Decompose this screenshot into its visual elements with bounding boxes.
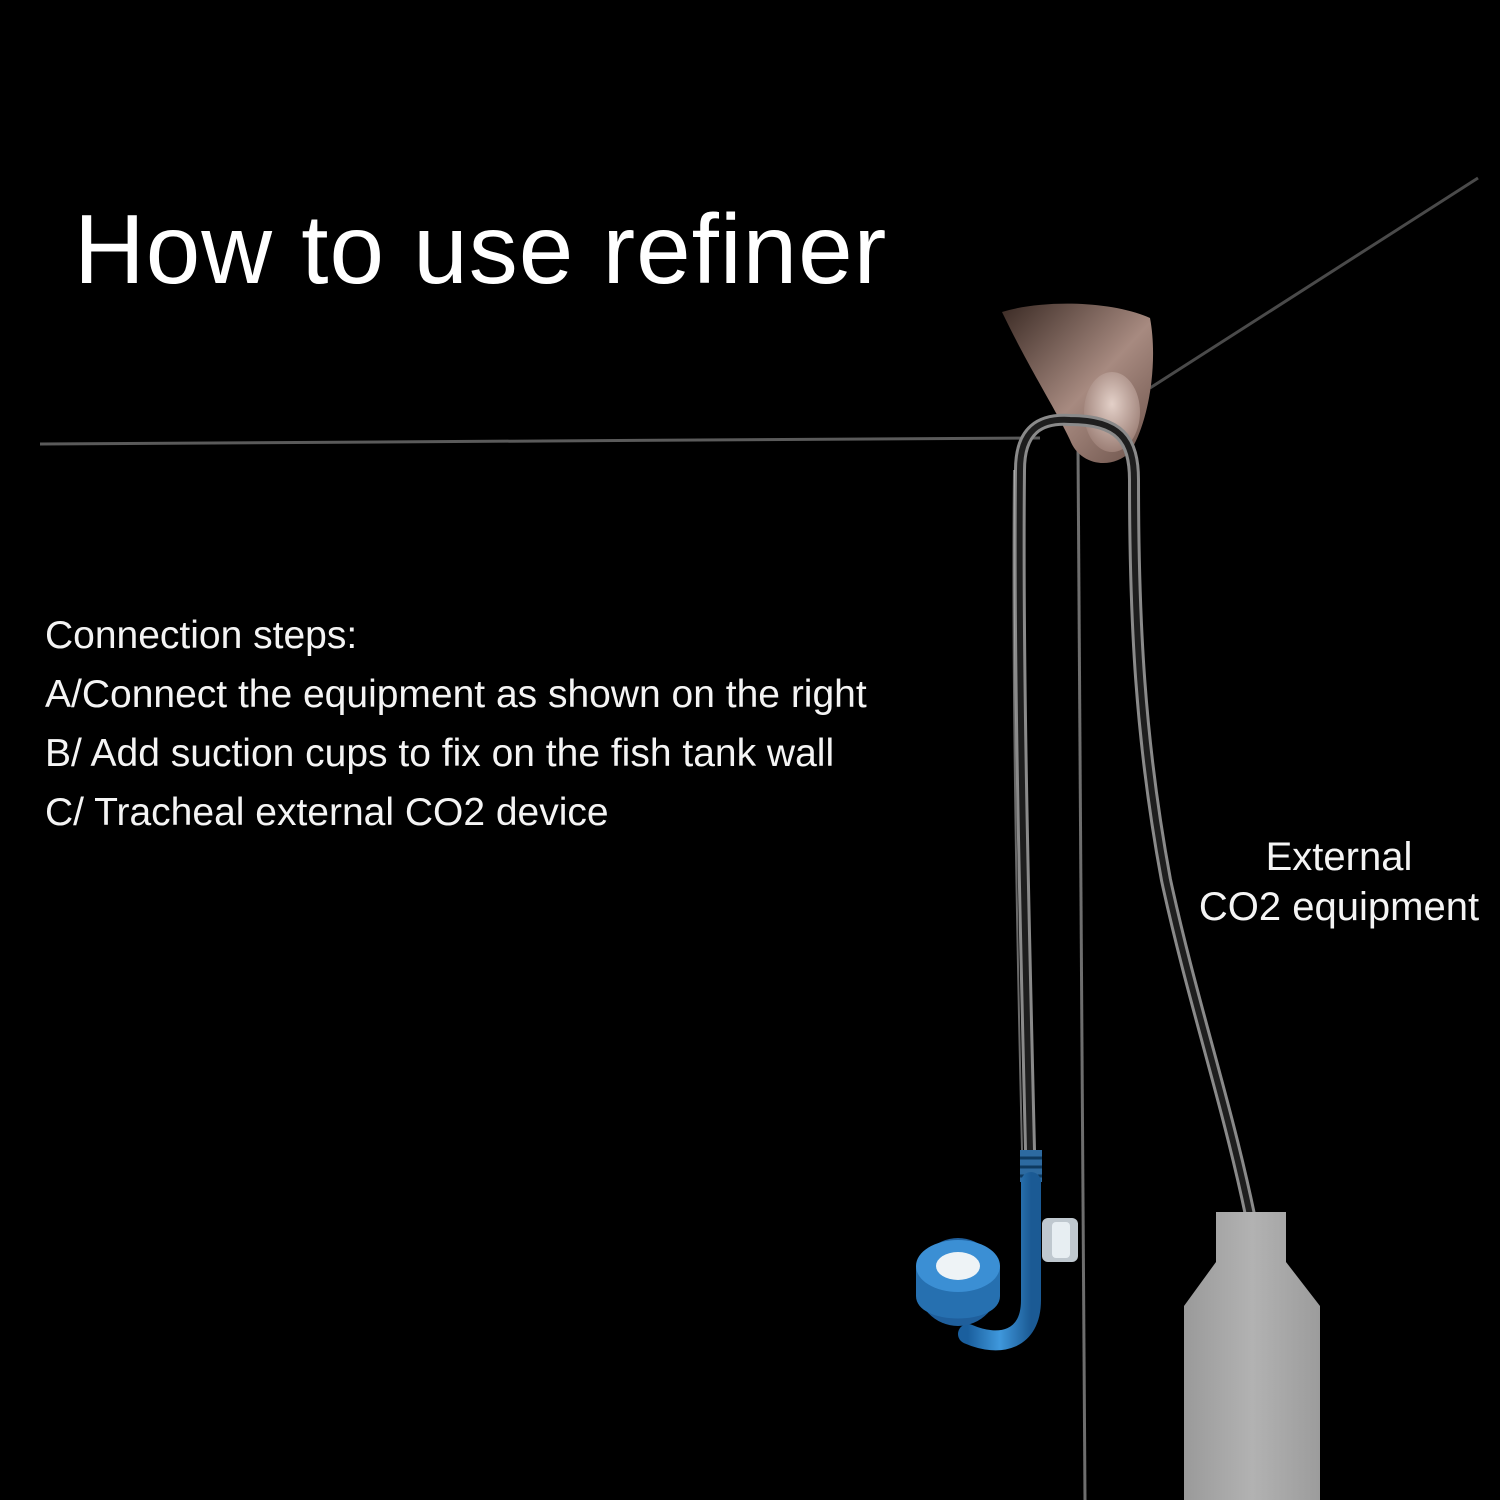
- external-co2-label-line2: CO2 equipment: [1198, 885, 1480, 929]
- tank-rim-line: [39, 436, 1041, 446]
- co2-bottle-icon: [1184, 1212, 1320, 1500]
- step-item-b: B/ Add suction cups to fix on the fish t…: [45, 732, 835, 775]
- co2-diffuser-icon: [916, 1150, 1078, 1351]
- tank-edge-line: [1149, 176, 1479, 390]
- connection-steps: Connection steps: A/Connect the equipmen…: [45, 606, 1005, 842]
- tube-icon: [1012, 413, 1256, 1221]
- step-item-a: A/Connect the equipment as shown on the …: [45, 673, 867, 716]
- tank-wall-line: [1076, 447, 1087, 1500]
- step-item-c: C/ Tracheal external CO2 device: [45, 791, 609, 834]
- page-title: How to use refiner: [74, 194, 888, 304]
- external-co2-label: External CO2 equipment: [1180, 832, 1498, 932]
- steps-heading: Connection steps:: [45, 614, 358, 657]
- external-co2-label-line1: External: [1265, 835, 1413, 879]
